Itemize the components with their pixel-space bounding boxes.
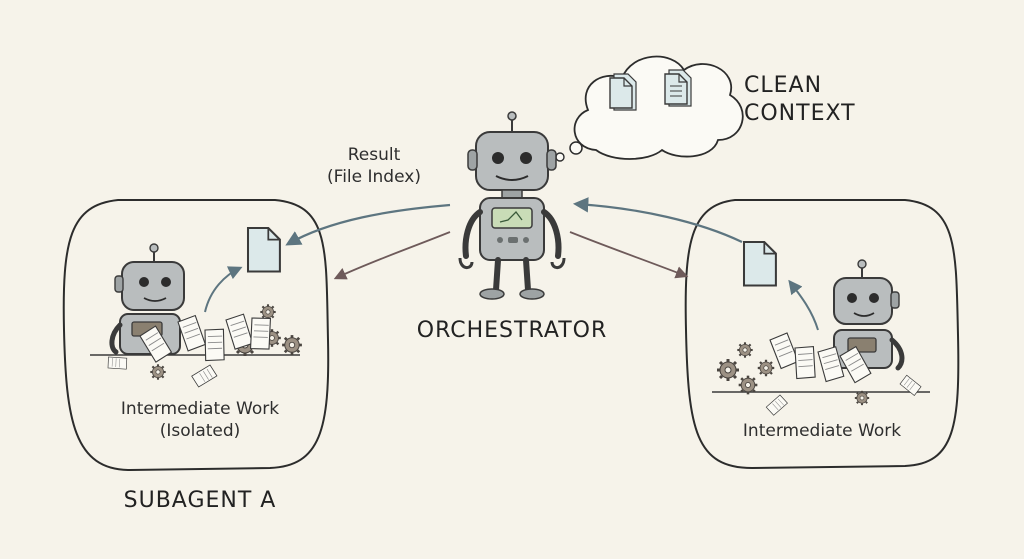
thought-dot-small	[556, 153, 564, 161]
subagent-b-work-label: Intermediate Work	[722, 420, 922, 442]
bubble-text-document-icon	[665, 70, 691, 106]
dispatch-arrow-to-subagent-a	[336, 232, 450, 278]
clean-context-line2: CONTEXT	[744, 100, 856, 128]
clean-context-line1: CLEAN	[744, 72, 856, 100]
clean-context-label: CLEAN CONTEXT	[744, 72, 856, 128]
orchestrator-robot	[460, 112, 564, 299]
subagent-a-label: SUBAGENT A	[100, 488, 300, 513]
orchestrator-label: ORCHESTRATOR	[412, 318, 612, 343]
bubble-document-icon	[610, 74, 636, 110]
thought-dot-large	[570, 142, 582, 154]
subagent-a-result-document-icon	[248, 228, 280, 272]
result-label: Result (File Index)	[312, 144, 436, 188]
result-label-line1: Result	[312, 144, 436, 166]
work-to-doc-arrow-b	[790, 282, 818, 330]
subagent-a-work-line1: Intermediate Work	[100, 398, 300, 420]
subagent-b-result-document-icon	[744, 242, 776, 286]
dispatch-arrow-to-subagent-b	[570, 232, 686, 276]
subagent-b-robot	[834, 260, 902, 368]
result-arrow-to-subagent-a-doc	[288, 205, 450, 244]
subagent-a-work-line2: (Isolated)	[100, 420, 300, 442]
result-arrow-from-subagent-b	[576, 204, 742, 242]
work-to-doc-arrow-a	[205, 268, 240, 312]
subagent-a-work-label: Intermediate Work (Isolated)	[100, 398, 300, 442]
thought-bubble	[575, 57, 743, 159]
result-label-line2: (File Index)	[312, 166, 436, 188]
